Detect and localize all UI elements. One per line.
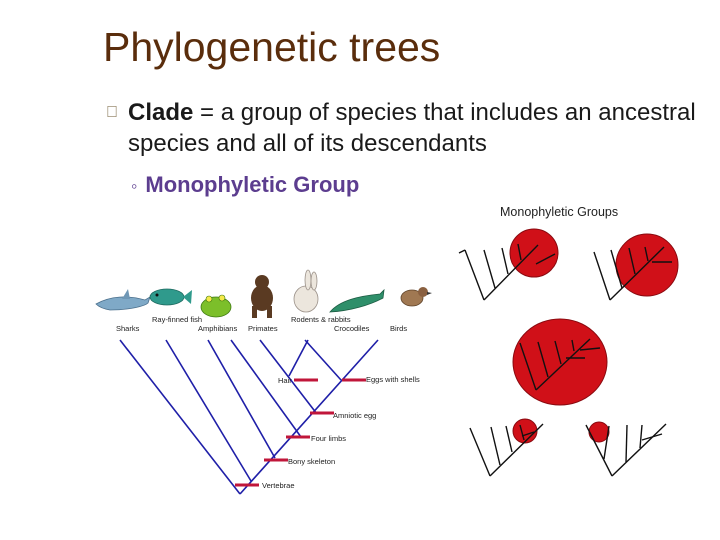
taxon-label: Primates — [248, 324, 278, 333]
trait-label-eggs: Eggs with shells — [366, 375, 420, 384]
taxon-label: Sharks — [116, 324, 140, 333]
tree-branches — [119, 339, 379, 495]
group-tree-bottom-left — [469, 418, 544, 477]
crocodile-illustration — [329, 288, 385, 313]
trait-label-amniotic: Amniotic egg — [333, 411, 376, 420]
clade-highlight — [588, 421, 610, 443]
group-tree-bottom-right — [585, 421, 667, 477]
branch — [230, 339, 302, 438]
bullet-icon:  — [106, 97, 118, 128]
rabbit-illustration — [293, 269, 319, 313]
clade-highlight — [509, 228, 559, 278]
group-tree-middle — [512, 318, 608, 406]
branch — [119, 339, 241, 495]
branch — [259, 339, 318, 415]
taxon-label: Rodents & rabbits — [291, 315, 351, 324]
circle-bullet-icon: ◦ — [131, 176, 138, 196]
trait-label-hair: Hair — [278, 376, 292, 385]
slide-title: Phylogenetic trees — [103, 24, 441, 70]
taxon-label: Crocodiles — [334, 324, 370, 333]
sub-bullet: ◦ Monophyletic Group — [131, 172, 359, 198]
branch — [165, 339, 252, 482]
groups-title: Monophyletic Groups — [500, 205, 618, 219]
monophyletic-groups-panel: Monophyletic Groups — [458, 205, 679, 477]
taxon-label: Birds — [390, 324, 407, 333]
clade-definition:  Clade = a group of species that includ… — [106, 97, 706, 159]
clade-term: Clade — [128, 99, 194, 126]
branch — [304, 339, 342, 381]
group-tree-top-right — [593, 233, 679, 301]
clade-description: = a group of species that includes an an… — [128, 99, 696, 157]
branch — [288, 339, 309, 377]
clade-highlight — [512, 418, 538, 444]
bird-illustration — [400, 287, 432, 307]
group-tree-top-left — [458, 228, 559, 301]
shark-illustration — [95, 289, 151, 311]
clade-highlight — [615, 233, 679, 297]
fish-illustration — [149, 288, 192, 306]
taxon-label: Ray-finned fish — [152, 315, 202, 324]
trait-marks — [235, 378, 366, 487]
trait-label-limbs: Four limbs — [311, 434, 346, 443]
taxon-label: Amphibians — [198, 324, 237, 333]
trait-label-bony: Bony skeleton — [288, 457, 335, 466]
branch — [239, 339, 379, 495]
sub-bullet-label: Monophyletic Group — [145, 172, 360, 197]
trait-label-vertebrae: Vertebrae — [262, 481, 295, 490]
vertebrate-cladogram: Sharks Ray-finned fish Amphibians Primat… — [95, 269, 432, 495]
branch — [207, 339, 276, 459]
chimp-illustration — [251, 275, 273, 318]
frog-illustration — [200, 294, 232, 318]
